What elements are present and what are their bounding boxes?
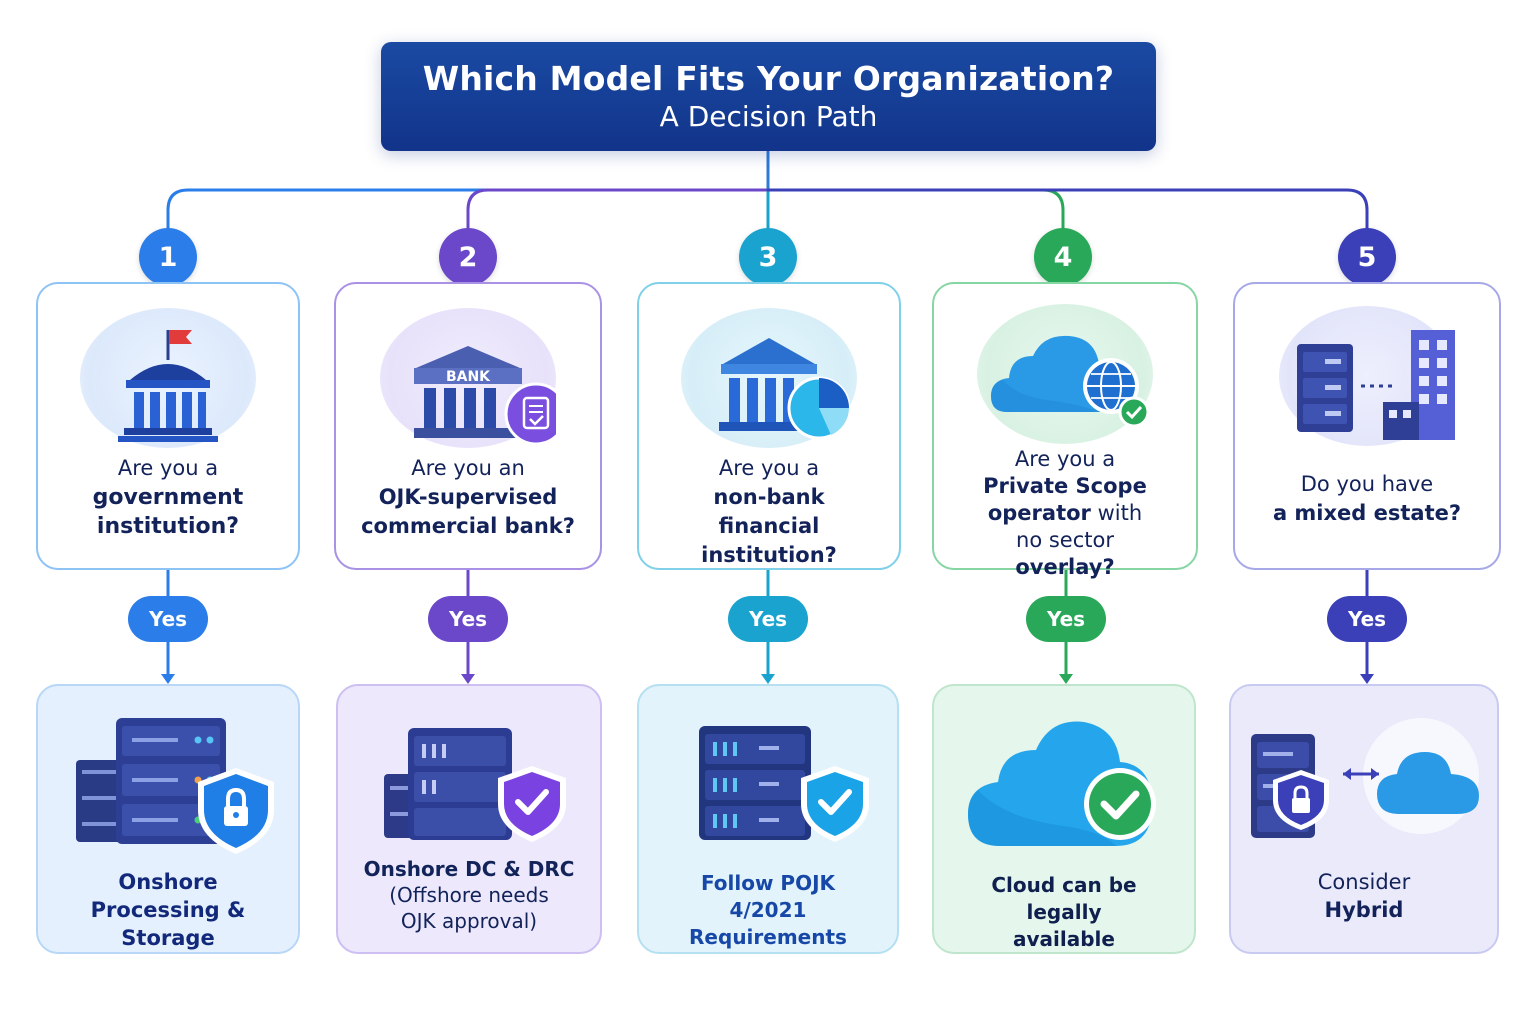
question-emphasis-end: overlay? (1015, 555, 1115, 579)
bank-document-icon: BANK (380, 308, 556, 448)
result-text: Onshore DC & DRC (Offshore needs OJK app… (344, 856, 594, 934)
result-text: Cloud can be legally available (991, 873, 1137, 951)
question-emphasis: non-bank financial institution? (701, 485, 837, 567)
yes-label: Yes (128, 596, 208, 642)
result-heading: Onshore DC & DRC (363, 857, 575, 881)
cloud-globe-icon (977, 304, 1153, 444)
yes-label: Yes (1026, 596, 1106, 642)
result-text: Follow POJK 4/2021 Requirements (689, 871, 847, 949)
result-card-onshore-processing: Onshore Processing & Storage (36, 684, 300, 954)
question-card-bank: BANK Are you an OJK-supervised commercia… (334, 282, 602, 570)
question-text: Do you have a mixed estate? (1243, 470, 1491, 528)
server-shield-lock-icon (76, 718, 274, 854)
question-card-non-bank: Are you a non-bank financial institution… (637, 282, 901, 570)
question-lead: Are you a (718, 456, 820, 480)
server-cloud-hybrid-icon (1251, 718, 1479, 838)
result-lead: Consider (1317, 870, 1411, 894)
result-card-onshore-dc-drc: Onshore DC & DRC (Offshore needs OJK app… (336, 684, 602, 954)
step-number-badge: 1 (139, 228, 197, 286)
step-number-badge: 4 (1034, 228, 1092, 286)
question-emphasis: government institution? (92, 485, 244, 539)
bank-sign-text: BANK (446, 369, 491, 385)
question-emphasis: OJK-supervised commercial bank? (361, 485, 575, 538)
step-number-badge: 5 (1338, 228, 1396, 286)
server-shield-check-icon (699, 726, 869, 842)
result-card-hybrid: Consider Hybrid (1229, 684, 1499, 954)
server-building-icon (1279, 306, 1455, 446)
question-text: Are you a Private Scope operator with no… (942, 446, 1188, 581)
question-emphasis: Private Scope operator (983, 474, 1147, 525)
result-card-pojk: Follow POJK 4/2021 Requirements (637, 684, 899, 954)
question-text: Are you a government institution? (46, 454, 290, 541)
diagram-title: Which Model Fits Your Organization? (422, 58, 1115, 98)
question-middle: with no sector (1016, 501, 1143, 552)
question-card-government: Are you a government institution? (36, 282, 300, 570)
question-lead: Do you have (1300, 472, 1434, 496)
cloud-check-icon (968, 721, 1156, 846)
question-card-private-scope: Are you a Private Scope operator with no… (932, 282, 1198, 579)
question-emphasis: a mixed estate? (1272, 501, 1462, 525)
result-heading: Hybrid (1324, 898, 1404, 922)
question-text: Are you a non-bank financial institution… (647, 454, 891, 570)
result-card-cloud-available: Cloud can be legally available (932, 684, 1196, 954)
result-text: Consider Hybrid (1237, 868, 1491, 924)
server-shield-check-icon (384, 728, 566, 842)
question-lead: Are you a (1014, 447, 1116, 471)
question-card-mixed-estate: Do you have a mixed estate? (1233, 282, 1501, 570)
diagram-subtitle: A Decision Path (659, 99, 878, 133)
step-number-badge: 2 (439, 228, 497, 286)
question-text: Are you an OJK-supervised commercial ban… (344, 454, 592, 541)
institution-pie-chart-icon (681, 308, 857, 448)
yes-label: Yes (1327, 596, 1407, 642)
result-text: Onshore Processing & Storage (90, 870, 246, 950)
yes-label: Yes (728, 596, 808, 642)
yes-label: Yes (428, 596, 508, 642)
title-banner: Which Model Fits Your Organization? A De… (381, 42, 1156, 151)
result-note: (Offshore needs OJK approval) (389, 883, 549, 933)
step-number-badge: 3 (739, 228, 797, 286)
question-lead: Are you a (117, 456, 219, 480)
government-building-icon (80, 308, 256, 448)
question-lead: Are you an (411, 456, 525, 480)
